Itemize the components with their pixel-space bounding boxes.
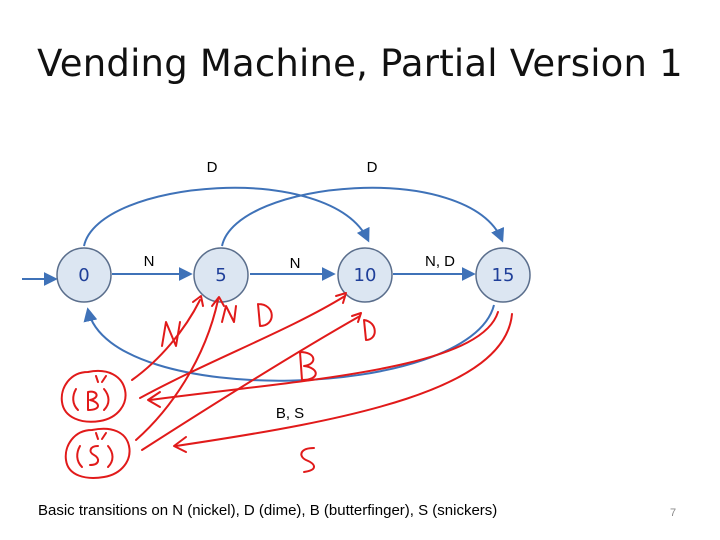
- state-node-10: 10: [337, 247, 393, 303]
- state-node-15: 15: [475, 247, 531, 303]
- ink-letter-d-2: [363, 319, 376, 341]
- state-label-10: 10: [354, 265, 377, 286]
- label-n-0-5: N: [144, 253, 155, 270]
- handwritten-annotations: [60, 292, 513, 479]
- ink-letter-d-1: [257, 303, 273, 327]
- ink-arrow-15-to-b: [149, 311, 499, 401]
- state-label-5: 5: [215, 265, 226, 286]
- edge-d-5-15: [221, 186, 505, 247]
- label-d-5-15: D: [367, 159, 378, 176]
- blue-transitions: [22, 186, 505, 382]
- caption: Basic transitions on N (nickel), D (dime…: [38, 502, 498, 519]
- label-n-5-10: N: [290, 255, 301, 272]
- ink-letter-b: [299, 351, 317, 381]
- edge-d-0-10: [83, 186, 370, 247]
- ink-arrow-s-to-10: [141, 315, 361, 451]
- ink-arrow-s-to-5: [135, 299, 219, 441]
- page-title: Vending Machine, Partial Version 1: [37, 42, 683, 85]
- state-label-0: 0: [78, 265, 89, 286]
- slide-number: 7: [670, 507, 677, 519]
- ink-arrow-b-to-10: [139, 295, 346, 399]
- label-bs-15-0: B, S: [276, 405, 304, 422]
- ink-letter-n-1: [161, 321, 181, 347]
- ink-arrow-15-to-s: [175, 313, 513, 447]
- ink-arrow-b-to-5: [131, 299, 201, 381]
- ink-state-b: [60, 370, 127, 423]
- state-node-0: 0: [56, 247, 112, 303]
- edge-bs-15-0: [83, 304, 495, 382]
- state-node-5: 5: [193, 247, 249, 303]
- ink-state-s: [64, 427, 131, 479]
- label-nd-10-15: N, D: [425, 253, 455, 270]
- ink-letter-s: [300, 447, 315, 473]
- ink-letter-n-2: [221, 305, 237, 323]
- state-label-15: 15: [492, 265, 515, 286]
- label-d-0-10: D: [207, 159, 218, 176]
